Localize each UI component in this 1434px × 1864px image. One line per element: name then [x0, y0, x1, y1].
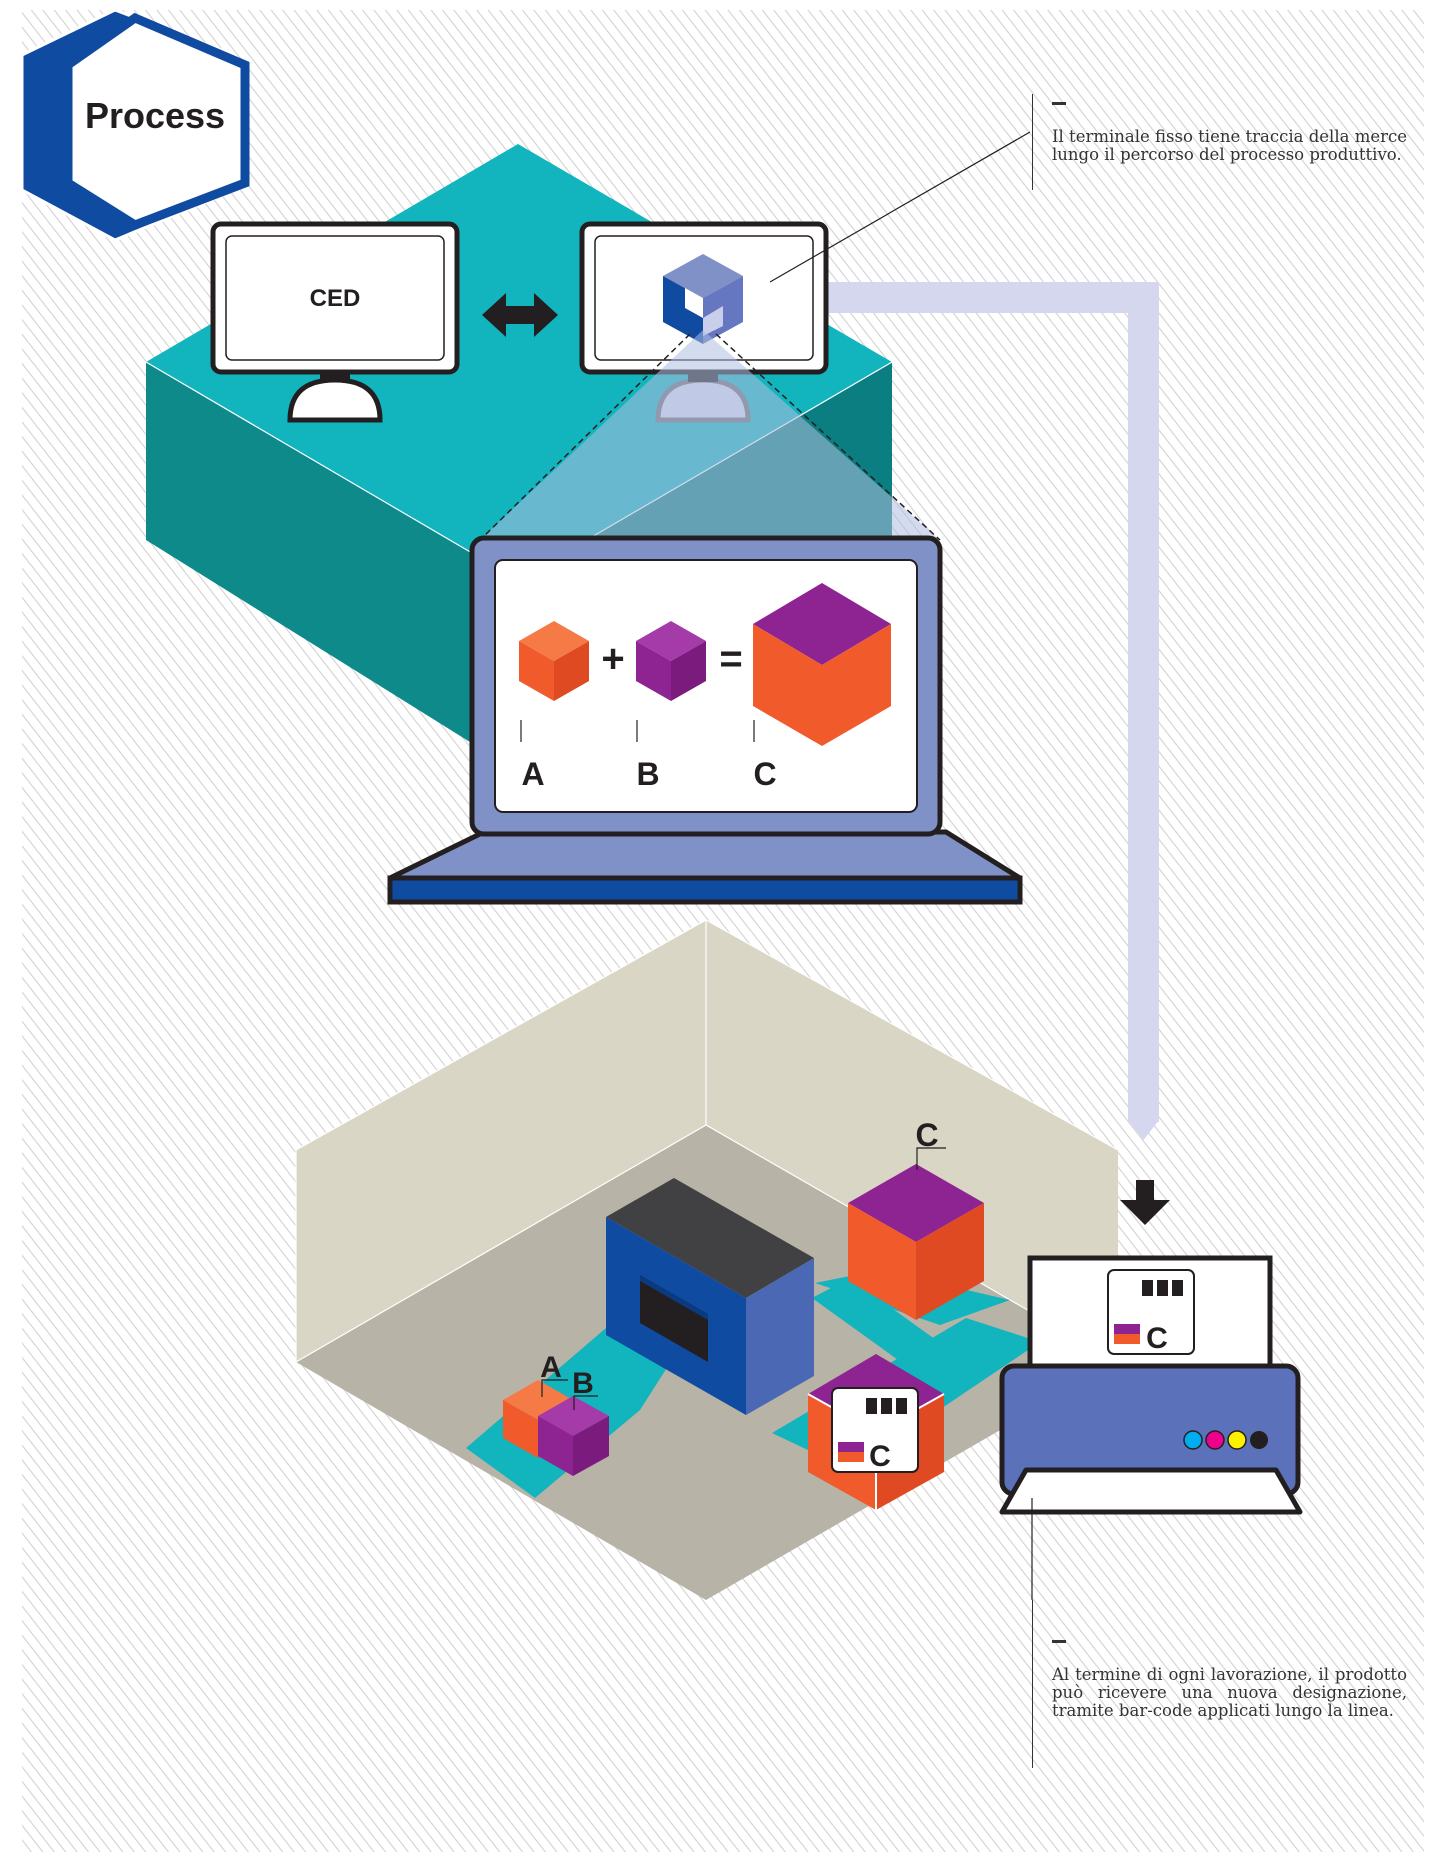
- hexagon-badge: [63, 12, 250, 231]
- printer: C: [999, 1255, 1303, 1515]
- plus-sign: +: [601, 637, 624, 681]
- top-note-dash: [1052, 102, 1066, 105]
- ink-dots-icon: [1183, 1430, 1268, 1450]
- top-note-rule: [1032, 94, 1033, 190]
- tagged-cube: C: [807, 1354, 945, 1510]
- tag-label: C: [869, 1440, 891, 1473]
- ced-monitor: CED: [210, 221, 460, 423]
- laptop: + = A B C: [387, 535, 1023, 905]
- logo-cube-icon: [663, 254, 743, 344]
- cube-b: [538, 1396, 609, 1476]
- machine: [606, 1178, 814, 1415]
- equals-sign: =: [719, 637, 742, 681]
- bottom-note-dash: [1052, 1640, 1066, 1643]
- factory-label-b: B: [572, 1367, 594, 1400]
- process-badge: Process: [20, 8, 250, 242]
- projection-beam: [479, 330, 941, 541]
- laptop-label-a: A: [521, 756, 544, 792]
- printer-label: C: [1146, 1322, 1168, 1355]
- laptop-cube-c: [753, 583, 891, 746]
- barcode-icon: [866, 1398, 907, 1414]
- bottom-note: Al termine di ogni lavorazione, il prodo…: [1052, 1665, 1407, 1720]
- laptop-cube-a: [519, 621, 589, 701]
- factory-label-a: A: [540, 1351, 562, 1384]
- top-leader-line: [769, 131, 1031, 283]
- ced-label: CED: [310, 285, 361, 312]
- laptop-label-b: B: [636, 756, 659, 792]
- bottom-note-rule: [1032, 1600, 1033, 1768]
- badge-title: Process: [85, 95, 225, 136]
- laptop-label-c: C: [753, 756, 776, 792]
- cube-c: [848, 1164, 984, 1320]
- down-arrow-icon: [1120, 1180, 1170, 1225]
- factory-label-c: C: [915, 1117, 938, 1153]
- double-arrow-icon: [482, 293, 558, 337]
- top-note: Il terminale fisso tiene traccia della m…: [1052, 127, 1407, 164]
- laptop-cube-b: [636, 621, 706, 701]
